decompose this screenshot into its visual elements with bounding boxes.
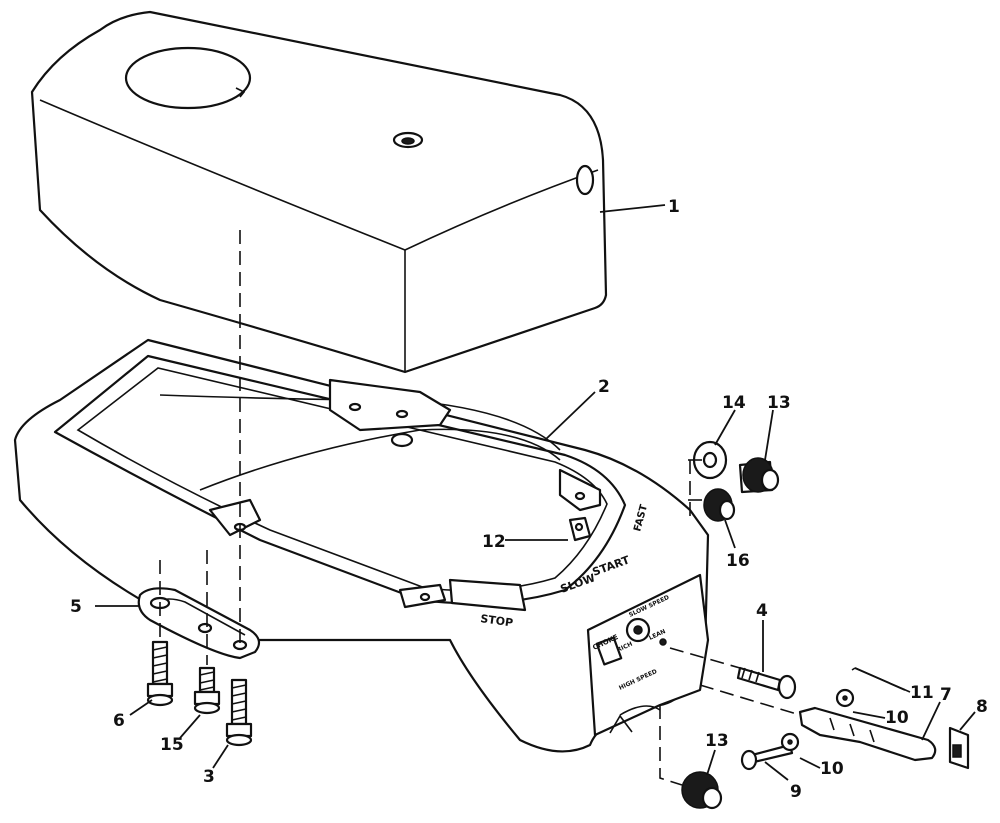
motor-cover	[30, 10, 608, 374]
lever	[798, 706, 937, 762]
callout-13-lower: 13	[705, 731, 729, 751]
grommet	[692, 440, 728, 480]
knob-small	[703, 488, 736, 522]
callout-9: 9	[790, 782, 802, 802]
callout-4: 4	[756, 601, 768, 621]
callout-1: 1	[668, 197, 680, 217]
screw	[736, 666, 797, 700]
knob-upper	[738, 457, 780, 494]
washer-lower	[780, 732, 800, 752]
tray-label-stop: STOP	[480, 612, 514, 629]
washer-upper	[835, 688, 855, 708]
callout-16: 16	[726, 551, 750, 571]
leader-lines	[95, 204, 976, 781]
callout-10-lower: 10	[820, 759, 844, 779]
bolt-3	[225, 678, 253, 747]
knob-lower	[681, 771, 723, 810]
retainer-clip	[948, 726, 970, 770]
alignment-lines	[159, 230, 801, 786]
callout-7: 7	[940, 685, 952, 705]
callout-3: 3	[203, 767, 215, 787]
callout-5: 5	[70, 597, 82, 617]
lower-tray: STOP SLOW START FAST CHOKE SLOW SPEED RI…	[13, 338, 710, 753]
callout-8: 8	[976, 697, 988, 717]
callout-2: 2	[598, 377, 610, 397]
bolt-6	[146, 640, 174, 707]
bracket-plate	[137, 587, 261, 660]
callout-10-upper: 10	[885, 708, 909, 728]
callout-12: 12	[482, 532, 506, 552]
callout-14: 14	[722, 393, 746, 413]
clip	[568, 516, 592, 542]
callout-6: 6	[113, 711, 125, 731]
callout-numbers: 1 2 3 4 5 6 7 8 9 10 10 11 12 13 13 14 1…	[70, 197, 988, 802]
callout-13-upper: 13	[767, 393, 791, 413]
pin	[740, 743, 794, 771]
callout-15: 15	[160, 735, 184, 755]
bolt-15	[193, 666, 221, 715]
callout-11: 11	[910, 683, 934, 703]
